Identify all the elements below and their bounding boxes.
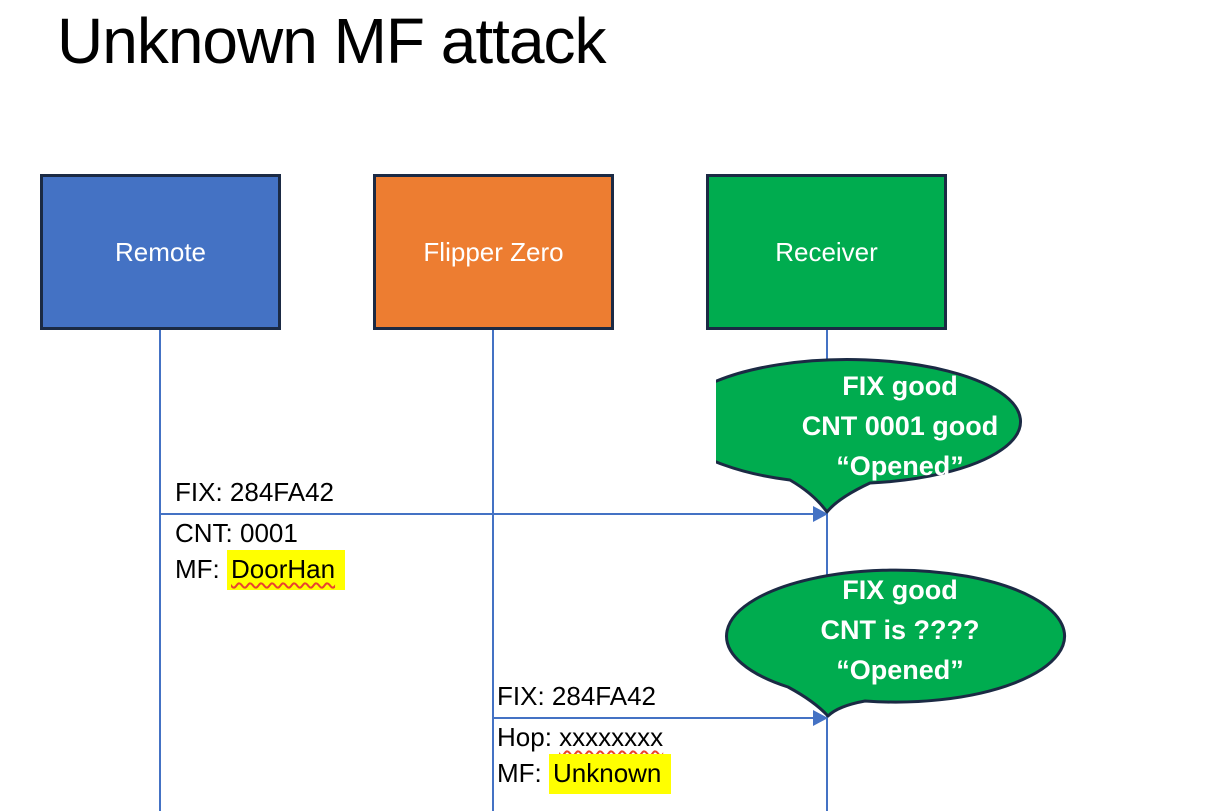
bubble2-line-fix: FIX good [842, 575, 958, 605]
bubble1-line-opened: “Opened” [836, 451, 964, 481]
message2-mf-label: MF: Unknown [497, 754, 672, 794]
speech-bubble-2-text: FIX good CNT is ???? “Opened” [728, 570, 1072, 690]
message2-hop-prefix: Hop: [497, 722, 560, 752]
message-arrow-remote-to-receiver [160, 513, 814, 515]
speech-bubble-1-text: FIX good CNT 0001 good “Opened” [728, 366, 1072, 486]
actor-label-flipper-zero: Flipper Zero [423, 236, 564, 267]
message1-mf-value-highlighted: DoorHan [227, 550, 346, 590]
bubble2-line-opened: “Opened” [836, 655, 964, 685]
bubble1-line-cnt: CNT 0001 good [801, 411, 999, 441]
actor-label-receiver: Receiver [775, 236, 878, 267]
message1-mf-label: MF: DoorHan [175, 550, 346, 590]
lifeline-flipper-zero [492, 330, 494, 811]
message2-hop-value-misspelled: xxxxxxxx [559, 722, 664, 752]
slide-title: Unknown MF attack [57, 5, 607, 77]
message1-fix-label: FIX: 284FA42 [175, 477, 334, 507]
bubble1-line-fix: FIX good [842, 371, 958, 401]
message2-fix-label: FIX: 284FA42 [497, 681, 656, 711]
lifeline-receiver [826, 330, 828, 811]
actor-box-receiver: Receiver [706, 174, 947, 330]
bubble2-line-cnt: CNT is ???? [820, 615, 980, 645]
actor-box-remote: Remote [40, 174, 281, 330]
actor-label-remote: Remote [114, 236, 207, 267]
speech-bubble-receiver-1 [716, 358, 1022, 514]
lifeline-remote [159, 330, 161, 811]
message2-hop-label: Hop: xxxxxxxx [497, 722, 663, 752]
message1-mf-prefix: MF: [175, 554, 227, 584]
message-arrow-flipper-to-receiver [493, 717, 814, 719]
message2-mf-value-highlighted: Unknown [549, 754, 672, 794]
message2-mf-prefix: MF: [497, 758, 549, 788]
message1-cnt-label: CNT: 0001 [175, 518, 298, 548]
speech-bubble-receiver-2 [725, 568, 1066, 718]
actor-box-flipper-zero: Flipper Zero [373, 174, 614, 330]
